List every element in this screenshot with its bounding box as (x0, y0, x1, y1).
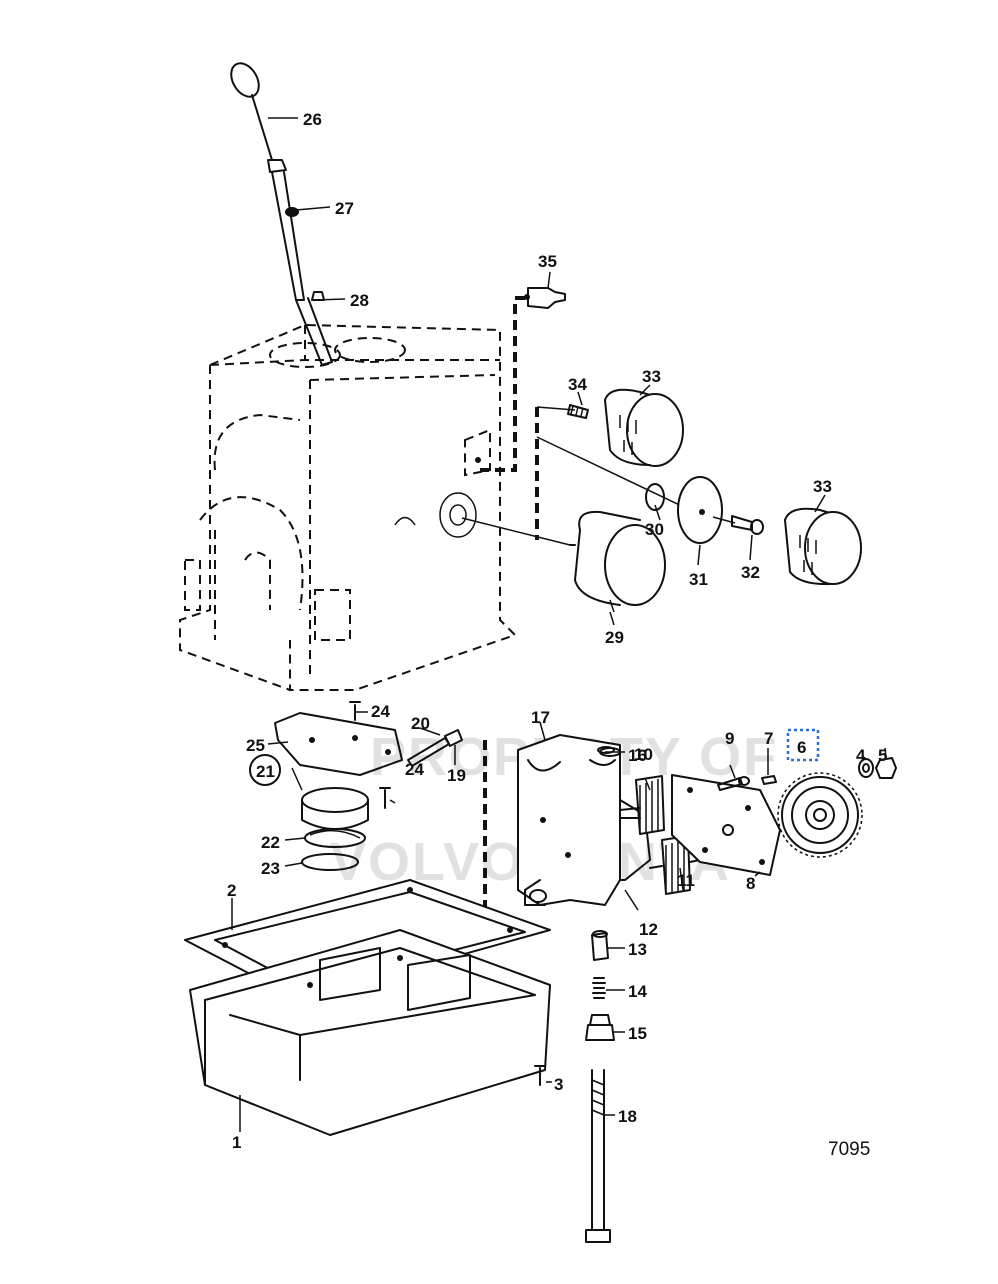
filter-components (535, 388, 862, 586)
dipstick-assembly (230, 62, 333, 366)
callout-1[interactable]: 1 (232, 1133, 241, 1152)
callout-32[interactable]: 32 (741, 563, 760, 582)
callout-labels: 1 2 3 4 5 6 7 8 9 10 11 12 13 14 15 16 1… (227, 110, 887, 1152)
callout-12[interactable]: 12 (639, 920, 658, 939)
engine-block-outline (179, 323, 517, 691)
callout-9[interactable]: 9 (725, 729, 734, 748)
callout-22[interactable]: 22 (261, 833, 280, 852)
callout-17[interactable]: 17 (531, 708, 550, 727)
callout-11[interactable]: 11 (677, 871, 695, 890)
callout-35[interactable]: 35 (538, 252, 557, 271)
callout-16[interactable]: 16 (628, 746, 647, 765)
callout-24-bottom[interactable]: 24 (405, 760, 424, 779)
callout-31[interactable]: 31 (689, 570, 708, 589)
callout-23[interactable]: 23 (261, 859, 280, 878)
callout-14[interactable]: 14 (628, 982, 647, 1001)
callout-33-top[interactable]: 33 (642, 367, 661, 386)
relief-valve-parts (585, 930, 615, 1243)
callout-21[interactable]: 21 (256, 762, 275, 781)
callout-2[interactable]: 2 (227, 881, 236, 900)
callout-26[interactable]: 26 (303, 110, 322, 129)
callout-6[interactable]: 6 (797, 738, 806, 757)
callout-20[interactable]: 20 (411, 714, 430, 733)
callout-21-circle (249, 754, 281, 786)
callout-8[interactable]: 8 (746, 874, 755, 893)
callout-5[interactable]: 5 (878, 746, 887, 765)
callout-28[interactable]: 28 (350, 291, 369, 310)
callout-25[interactable]: 25 (246, 736, 265, 755)
oil-pressure-sensor-group (480, 287, 566, 472)
callout-15[interactable]: 15 (628, 1024, 647, 1043)
callout-18[interactable]: 18 (618, 1107, 637, 1126)
callout-34[interactable]: 34 (568, 375, 587, 394)
callout-7[interactable]: 7 (764, 729, 773, 748)
callout-3[interactable]: 3 (554, 1075, 563, 1094)
callout-13[interactable]: 13 (628, 940, 647, 959)
oil-filter-housing (461, 510, 666, 613)
callout-33-right[interactable]: 33 (813, 477, 832, 496)
callout-19[interactable]: 19 (447, 766, 466, 785)
oil-pump-assembly (469, 734, 897, 926)
cover-plate-group (274, 701, 463, 871)
callout-29[interactable]: 29 (605, 628, 624, 647)
callout-4[interactable]: 4 (856, 746, 866, 765)
callout-27[interactable]: 27 (335, 199, 354, 218)
callout-30[interactable]: 30 (645, 520, 664, 539)
leader-lines (231, 117, 887, 1132)
highlight-box-callout-6 (786, 728, 820, 762)
callout-24-top[interactable]: 24 (371, 702, 390, 721)
oil-pan-and-gasket (184, 879, 551, 1136)
figure-number: 7095 (828, 1139, 870, 1160)
callout-10[interactable]: 10 (634, 745, 653, 764)
